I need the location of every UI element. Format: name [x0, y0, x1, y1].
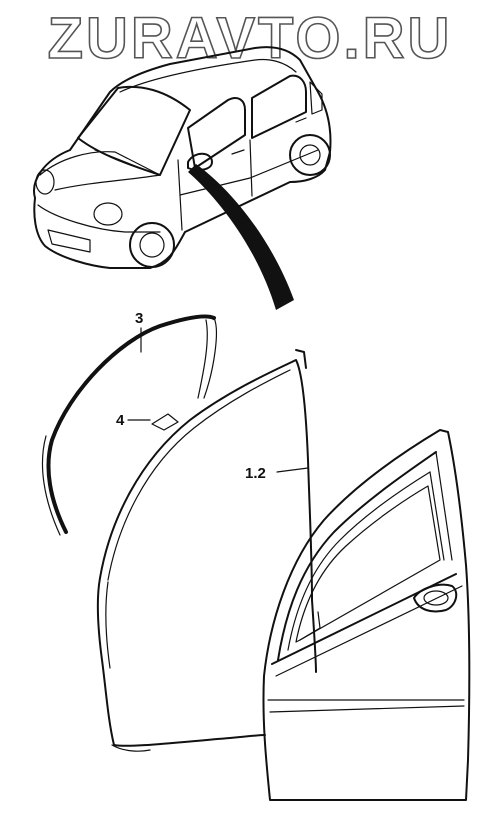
callout-3: 3 — [135, 310, 143, 353]
part-3-weatherstrip — [41, 314, 217, 536]
part-4-clip — [151, 413, 179, 431]
callout-4: 4 — [116, 412, 151, 429]
car-illustration — [33, 46, 332, 269]
callout-label-3: 3 — [135, 310, 143, 327]
callout-label-1-2: 1.2 — [245, 465, 266, 482]
watermark-text: ZURAVTO.RU — [48, 6, 453, 71]
callout-1-2: 1.2 — [245, 465, 309, 482]
pointer-arrow — [188, 164, 294, 310]
callout-label-4: 4 — [116, 412, 125, 429]
front-door-panel — [262, 429, 471, 801]
part-1-2-weatherstrip — [96, 349, 317, 752]
